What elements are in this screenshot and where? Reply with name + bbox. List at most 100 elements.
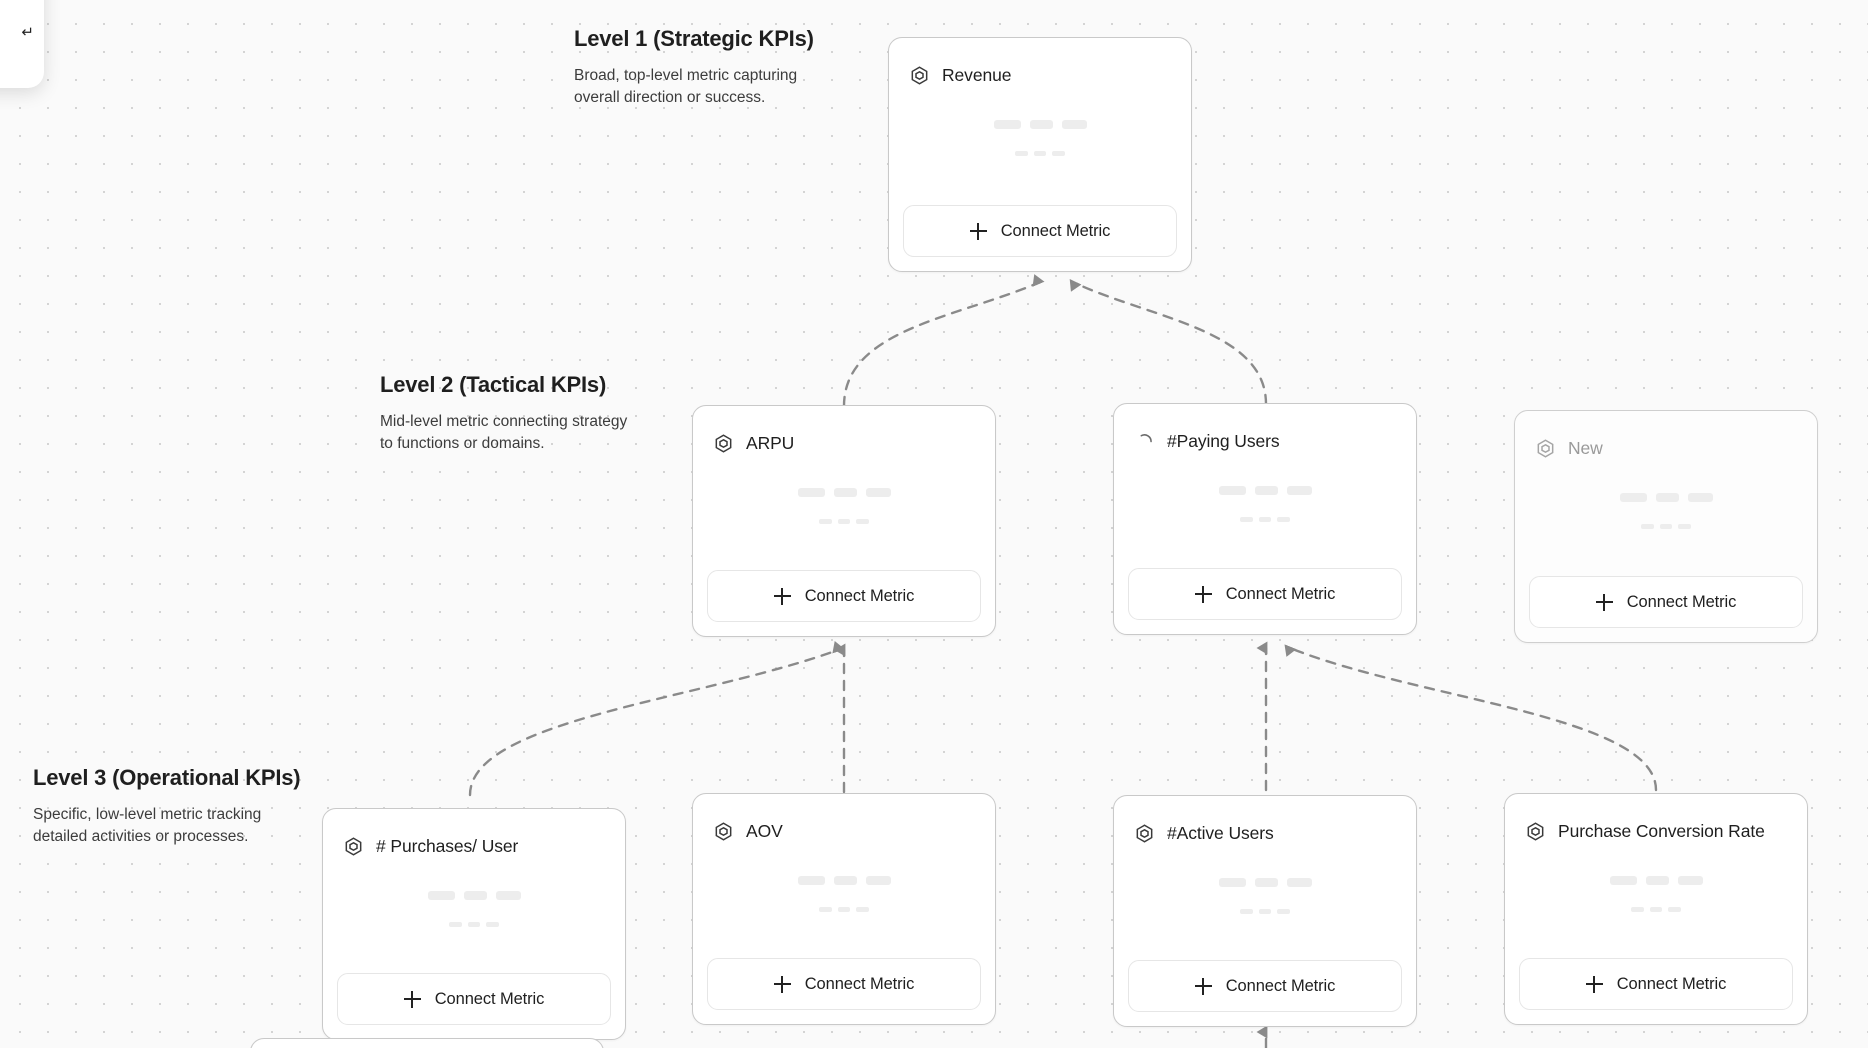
metric-card-aov[interactable]: AOV Connect Metric: [692, 793, 996, 1025]
skeleton-bar: [1029, 120, 1053, 129]
skeleton-bar: [1609, 876, 1637, 885]
level-2-title: Level 2 (Tactical KPIs): [380, 372, 607, 397]
connect-metric-label: Connect Metric: [434, 989, 545, 1008]
plus-icon: [1595, 593, 1613, 611]
skeleton-bar: [1286, 486, 1312, 495]
card-skeleton-body: [323, 865, 625, 973]
level-1-label: Level 1 (Strategic KPIs) Broad, top-leve…: [574, 26, 826, 109]
skeleton-bar: [1254, 878, 1278, 887]
skeleton-bar: [486, 922, 499, 927]
skeleton-bar: [1218, 486, 1246, 495]
card-skeleton-body: [1114, 852, 1416, 960]
metric-card-paying-users[interactable]: #Paying Users Connect Metric: [1113, 403, 1417, 635]
skeleton-bar: [833, 876, 857, 885]
card-skeleton-body: [693, 462, 995, 570]
metric-card-purchases-per-user[interactable]: # Purchases/ User Connect Metric: [322, 808, 626, 1040]
level-1-title: Level 1 (Strategic KPIs): [574, 26, 814, 51]
skeleton-bar: [1240, 517, 1253, 522]
card-title: AOV: [746, 820, 783, 841]
card-title: #Active Users: [1167, 822, 1274, 843]
level-3-description: Specific, low-level metric tracking deta…: [33, 806, 262, 845]
skeleton-bar: [819, 519, 832, 524]
floating-side-panel[interactable]: ↵: [0, 0, 44, 88]
connect-metric-label: Connect Metric: [1000, 221, 1111, 240]
card-skeleton-body: [1505, 850, 1807, 958]
hexagon-icon: [1535, 438, 1556, 459]
skeleton-bar: [797, 488, 825, 497]
card-title: Revenue: [942, 64, 1012, 85]
connect-metric-button[interactable]: Connect Metric: [707, 958, 981, 1010]
connect-metric-button[interactable]: Connect Metric: [1529, 576, 1803, 628]
skeleton-bar: [1631, 907, 1644, 912]
plus-icon: [969, 222, 987, 240]
connect-metric-button[interactable]: Connect Metric: [707, 570, 981, 622]
card-header: #Active Users: [1114, 796, 1416, 852]
card-title: ARPU: [746, 432, 795, 453]
connect-metric-button[interactable]: Connect Metric: [337, 973, 611, 1025]
connect-metric-button[interactable]: Connect Metric: [1128, 568, 1402, 620]
metric-card-partial-bottom[interactable]: [250, 1038, 604, 1048]
hexagon-icon: [713, 821, 734, 842]
skeleton-bar: [856, 907, 869, 912]
card-title: # Purchases/ User: [376, 835, 519, 856]
card-skeleton-body: [1114, 460, 1416, 568]
plus-icon: [1194, 977, 1212, 995]
skeleton-bar: [856, 519, 869, 524]
metric-card-revenue[interactable]: Revenue Connect Metric: [888, 37, 1192, 272]
connect-metric-label: Connect Metric: [1225, 584, 1336, 603]
card-header: #Paying Users: [1114, 404, 1416, 460]
skeleton-bar: [449, 922, 462, 927]
skeleton-bar: [865, 488, 891, 497]
hexagon-icon: [343, 836, 364, 857]
connect-metric-button[interactable]: Connect Metric: [1519, 958, 1793, 1010]
skeleton-bar: [838, 519, 850, 524]
card-header: Purchase Conversion Rate: [1505, 794, 1807, 850]
hexagon-icon: [1525, 821, 1546, 842]
skeleton-row-primary: [993, 120, 1087, 129]
card-title: #Paying Users: [1167, 430, 1280, 451]
skeleton-bar: [1645, 876, 1669, 885]
level-3-label: Level 3 (Operational KPIs) Specific, low…: [33, 765, 301, 848]
level-3-title: Level 3 (Operational KPIs): [33, 765, 301, 790]
skeleton-bar: [1678, 524, 1691, 529]
metric-card-active-users[interactable]: #Active Users Connect Metric: [1113, 795, 1417, 1027]
skeleton-bar: [819, 907, 832, 912]
level-2-description: Mid-level metric connecting strategy to …: [380, 413, 628, 452]
skeleton-bar: [1218, 878, 1246, 887]
skeleton-row-primary: [1609, 876, 1703, 885]
card-header: Revenue: [889, 38, 1191, 94]
connect-metric-label: Connect Metric: [1626, 592, 1737, 611]
metric-card-arpu[interactable]: ARPU Connect Metric: [692, 405, 996, 637]
skeleton-bar: [1034, 151, 1046, 156]
connect-metric-button[interactable]: Connect Metric: [1128, 960, 1402, 1012]
skeleton-row-primary: [1218, 486, 1312, 495]
spinner-icon: [1134, 431, 1155, 452]
skeleton-bar: [1259, 517, 1271, 522]
skeleton-bar: [1687, 493, 1713, 502]
plus-icon: [773, 975, 791, 993]
card-skeleton-body: [693, 850, 995, 958]
card-header: New: [1515, 411, 1817, 467]
connect-metric-button[interactable]: Connect Metric: [903, 205, 1177, 257]
metric-card-new[interactable]: New Connect Metric: [1514, 410, 1818, 643]
skeleton-bar: [797, 876, 825, 885]
plus-icon: [403, 990, 421, 1008]
skeleton-row-secondary: [1641, 524, 1691, 529]
skeleton-bar: [1650, 907, 1662, 912]
skeleton-bar: [1061, 120, 1087, 129]
card-header: AOV: [693, 794, 995, 850]
plus-icon: [1585, 975, 1603, 993]
skeleton-bar: [838, 907, 850, 912]
metric-card-purchase-conversion-rate[interactable]: Purchase Conversion Rate Connect Metric: [1504, 793, 1808, 1025]
skeleton-bar: [427, 891, 455, 900]
skeleton-row-secondary: [1631, 907, 1681, 912]
skeleton-bar: [1277, 517, 1290, 522]
skeleton-bar: [463, 891, 487, 900]
card-header: ARPU: [693, 406, 995, 462]
skeleton-bar: [1015, 151, 1028, 156]
connect-metric-label: Connect Metric: [804, 974, 915, 993]
skeleton-bar: [993, 120, 1021, 129]
skeleton-row-secondary: [449, 922, 499, 927]
skeleton-row-primary: [1619, 493, 1713, 502]
